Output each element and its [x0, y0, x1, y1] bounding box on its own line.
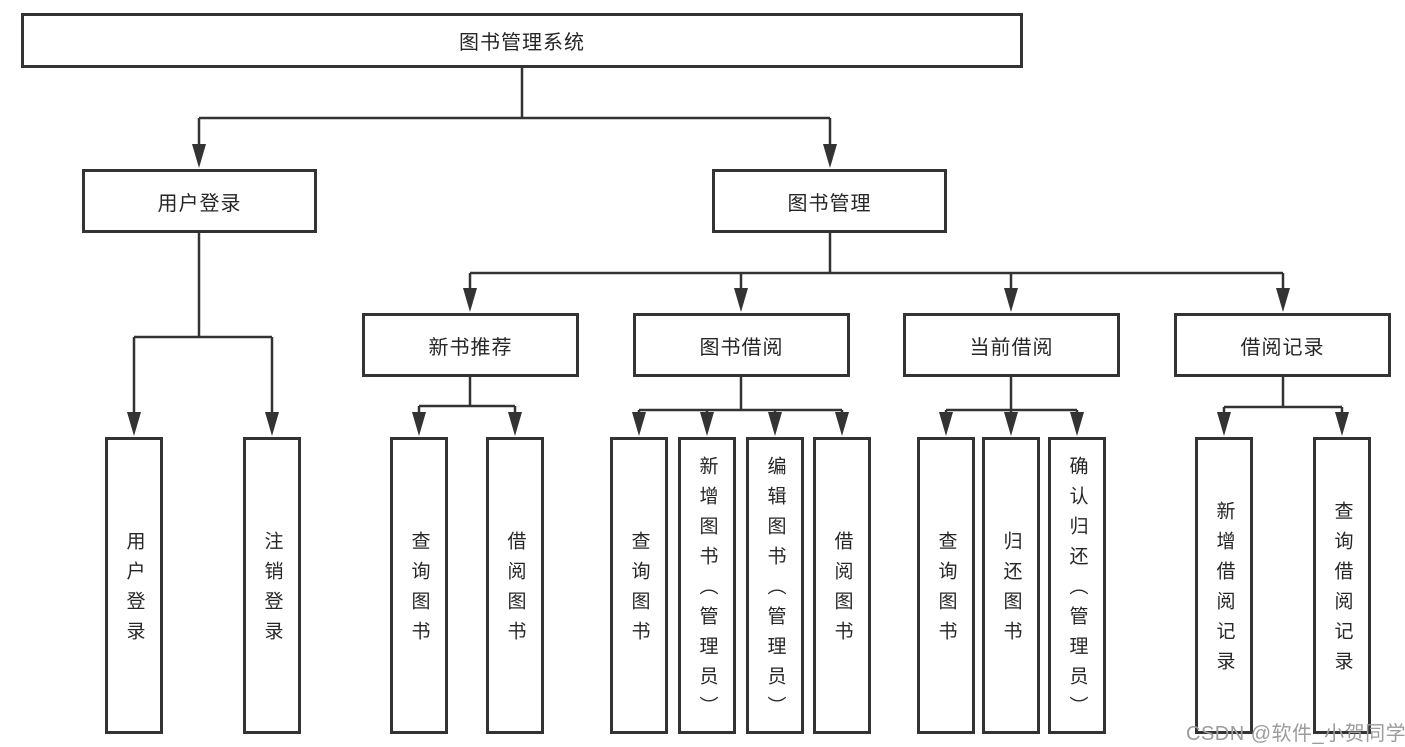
- node-borrowing-records: 借阅记录: [1174, 313, 1391, 377]
- leaf-query-books-recommend: 查询图书: [390, 437, 448, 734]
- node-label: 用户登录: [157, 192, 242, 215]
- node-label: 查询图书: [935, 531, 957, 651]
- node-label: 编辑图书（管理员）: [764, 456, 786, 726]
- leaf-return-books: 归还图书: [982, 437, 1040, 734]
- node-label: 借阅记录: [1240, 336, 1325, 359]
- node-system-root: 图书管理系统: [21, 13, 1023, 68]
- leaf-logout: 注销登录: [243, 437, 301, 734]
- node-label: 当前借阅: [969, 336, 1054, 359]
- arrowhead-icons: [127, 144, 1349, 436]
- node-label: 图书借阅: [699, 336, 784, 359]
- leaf-query-books-borrowing: 查询图书: [610, 437, 668, 734]
- node-book-borrowing: 图书借阅: [633, 313, 850, 377]
- leaf-confirm-return-admin: 确认归还（管理员）: [1048, 437, 1106, 734]
- node-label: 查询借阅记录: [1331, 501, 1353, 681]
- node-label: 图书管理系统: [459, 32, 585, 54]
- node-label: 用户登录: [123, 531, 145, 651]
- leaf-borrow-books-recommend: 借阅图书: [486, 437, 544, 734]
- leaf-borrow-books: 借阅图书: [813, 437, 871, 734]
- leaf-query-books-current: 查询图书: [917, 437, 975, 734]
- node-label: 查询图书: [628, 531, 650, 651]
- node-label: 图书管理: [787, 192, 872, 215]
- leaf-add-borrow-record: 新增借阅记录: [1195, 437, 1253, 734]
- node-label: 归还图书: [1000, 531, 1022, 651]
- leaf-edit-book-admin: 编辑图书（管理员）: [746, 437, 804, 734]
- node-label: 新书推荐: [428, 336, 513, 359]
- node-new-book-recommendation: 新书推荐: [362, 313, 579, 377]
- node-label: 查询图书: [408, 531, 430, 651]
- node-book-management: 图书管理: [712, 169, 947, 233]
- node-label: 新增借阅记录: [1213, 501, 1235, 681]
- node-label: 确认归还（管理员）: [1066, 456, 1088, 726]
- node-label: 借阅图书: [504, 531, 526, 651]
- node-current-borrowing: 当前借阅: [903, 313, 1120, 377]
- node-label: 注销登录: [261, 531, 283, 651]
- leaf-query-borrow-record: 查询借阅记录: [1313, 437, 1371, 734]
- watermark: CSDN @软件_小贺同学: [1186, 723, 1405, 745]
- node-label: 借阅图书: [831, 531, 853, 651]
- leaf-user-login: 用户登录: [105, 437, 163, 734]
- leaf-add-book-admin: 新增图书（管理员）: [678, 437, 736, 734]
- tree-edges: [132, 68, 1344, 414]
- node-label: 新增图书（管理员）: [696, 456, 718, 726]
- node-user-login: 用户登录: [82, 169, 317, 233]
